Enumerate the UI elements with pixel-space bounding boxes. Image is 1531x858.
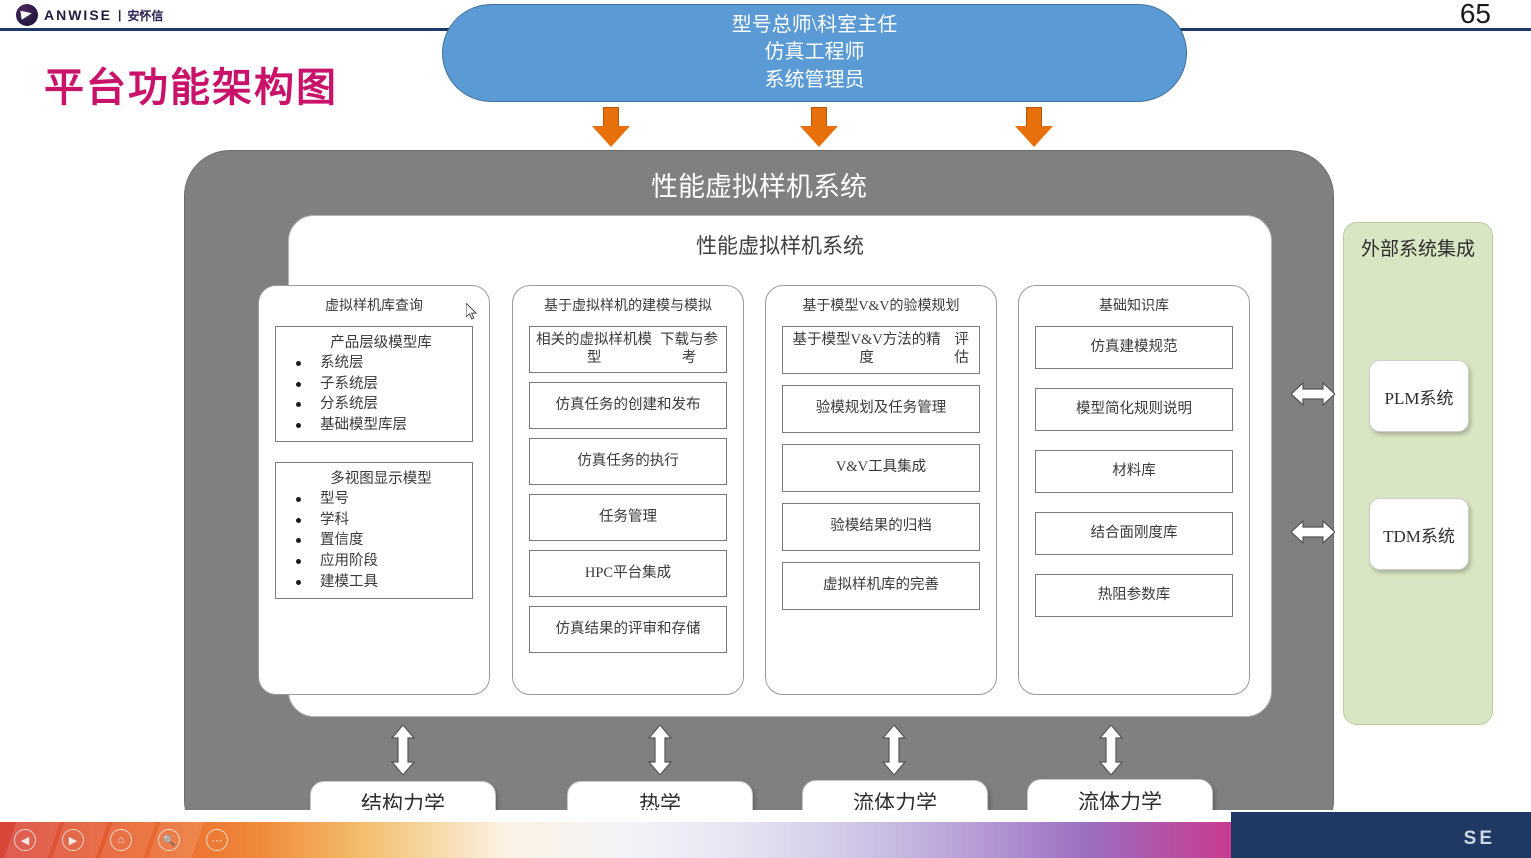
module-title: 基于模型V&V的验模规划 [802,299,960,314]
feature-card[interactable]: 仿真结果的评审和存储 [529,606,727,653]
home-icon[interactable]: ⌂ [110,829,132,851]
feature-card[interactable]: V&V工具集成 [782,444,980,492]
feature-card[interactable]: 仿真任务的创建和发布 [529,382,727,429]
more-icon[interactable]: ⋯ [206,829,228,851]
external-systems-panel: 外部系统集成 PLM系统 TDM系统 [1343,222,1493,725]
logo-chinese-name: 安怀信 [127,8,164,23]
feature-card[interactable]: 仿真任务的执行 [529,438,727,485]
feature-card[interactable]: 验模规划及任务管理 [782,385,980,433]
feature-card[interactable]: 基于模型V&V方法的精度评估 [782,326,980,374]
list-item: 置信度 [288,530,472,551]
role-line-3: 系统管理员 [764,68,865,91]
anwise-logo-icon [16,4,38,26]
double-arrow-horizontal-icon-2 [1291,519,1335,545]
feature-card[interactable]: 材料库 [1035,450,1233,493]
module-title: 虚拟样机库查询 [325,299,423,314]
double-arrow-horizontal-icon-1 [1291,381,1335,407]
feature-card[interactable]: 虚拟样机库的完善 [782,562,980,610]
feature-card[interactable]: 热阻参数库 [1035,574,1233,617]
feature-card[interactable]: HPC平台集成 [529,550,727,597]
external-system-tdm[interactable]: TDM系统 [1369,498,1469,570]
feature-card[interactable]: 任务管理 [529,494,727,541]
feature-card[interactable]: 结合面刚度库 [1035,512,1233,555]
subgroup-product-hierarchy: 产品层级模型库 系统层 子系统层 分系统层 基础模型库层 [275,326,473,443]
system-outer-title: 性能虚拟样机系统 [651,172,867,202]
external-system-plm[interactable]: PLM系统 [1369,360,1469,432]
mouse-cursor [465,301,478,321]
bottom-white-strip [0,810,1531,822]
double-arrow-vertical-icon-1 [390,725,416,775]
subgroup-heading: 多视图显示模型 [330,471,432,488]
page-title: 平台功能架构图 [44,66,338,110]
feature-card[interactable]: 验模结果的归档 [782,503,980,551]
logo-wordmark: ANWISE [44,7,112,23]
list-item: 应用阶段 [288,551,472,572]
role-line-1: 型号总师\科室主任 [731,13,898,36]
external-systems-title: 外部系统集成 [1360,239,1475,260]
module-title: 基于虚拟样机的建模与模拟 [544,299,712,314]
search-icon[interactable]: 🔍 [158,829,180,851]
double-arrow-vertical-icon-2 [647,725,673,775]
forward-icon[interactable]: ▶ [62,829,84,851]
down-arrow-icon-3 [1015,107,1053,147]
list-item: 学科 [288,510,472,531]
list-item: 子系统层 [288,374,472,395]
page-number: 65 [1459,0,1491,29]
module-vv-validation-planning[interactable]: 基于模型V&V的验模规划 基于模型V&V方法的精度评估 验模规划及任务管理 V&… [765,285,997,695]
module-knowledge-base[interactable]: 基础知识库 仿真建模规范 模型简化规则说明 材料库 结合面刚度库 热阻参数库 [1018,285,1250,695]
system-inner-title: 性能虚拟样机系统 [696,234,864,258]
double-arrow-vertical-icon-4 [1098,725,1124,775]
module-modeling-simulation[interactable]: 基于虚拟样机的建模与模拟 相关的虚拟样机模型下载与参考 仿真任务的创建和发布 仿… [512,285,744,695]
role-actors-box: 型号总师\科室主任 仿真工程师 系统管理员 [442,4,1187,102]
list-item: 建模工具 [288,572,472,593]
down-arrow-icon-1 [592,107,630,147]
brand-logo: ANWISE | 安怀信 [16,3,163,27]
logo-separator: | [118,8,122,22]
down-arrow-icon-2 [800,107,838,147]
back-icon[interactable]: ◀ [14,829,36,851]
feature-card[interactable]: 仿真建模规范 [1035,326,1233,369]
module-title: 基础知识库 [1099,299,1169,314]
list-item: 型号 [288,489,472,510]
brand-footer-band: SE [1231,812,1531,858]
feature-card[interactable]: 模型简化规则说明 [1035,388,1233,431]
bullet-list: 系统层 子系统层 分系统层 基础模型库层 [276,353,472,435]
brand-footer-text: SE [1463,828,1495,849]
role-line-2: 仿真工程师 [764,41,865,64]
list-item: 分系统层 [288,394,472,415]
subgroup-multiview-model: 多视图显示模型 型号 学科 置信度 应用阶段 建模工具 [275,462,473,600]
module-virtual-prototype-query[interactable]: 虚拟样机库查询 产品层级模型库 系统层 子系统层 分系统层 基础模型库层 多视图… [258,285,490,695]
list-item: 基础模型库层 [288,415,472,436]
bullet-list: 型号 学科 置信度 应用阶段 建模工具 [276,489,472,592]
feature-card[interactable]: 相关的虚拟样机模型下载与参考 [529,326,727,373]
subgroup-heading: 产品层级模型库 [330,335,432,351]
double-arrow-vertical-icon-3 [881,725,907,775]
list-item: 系统层 [288,353,472,374]
